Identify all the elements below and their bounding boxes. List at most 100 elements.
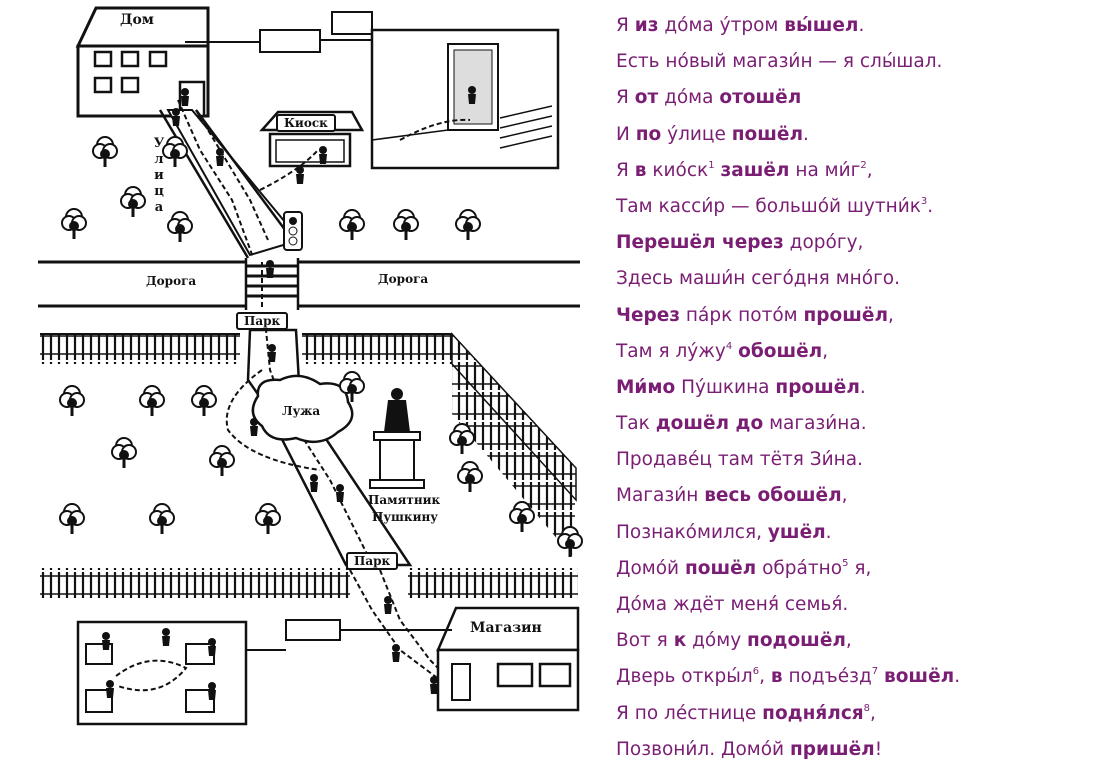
highlighted-word: из xyxy=(634,15,659,36)
poem-text-segment: Домо́й xyxy=(616,557,685,579)
poem-line: Вот я к до́му подошёл, xyxy=(616,623,1104,659)
home-label: Дом xyxy=(120,12,154,28)
monument-label-line2: Пушкину xyxy=(372,510,438,524)
highlighted-word: вошёл xyxy=(884,666,955,688)
poem-text-segment: До́ма ждёт меня́ семья́. xyxy=(616,594,849,615)
road-label-left: Дорога xyxy=(146,274,197,288)
poem-text-segment: до́ма xyxy=(658,87,720,109)
footnote-marker: 4 xyxy=(725,340,733,352)
poem-line: Есть но́вый магази́н — я слы́шал. xyxy=(616,44,1104,80)
poem-text-segment: Пу́шкина xyxy=(675,376,776,398)
poem-text-segment: . xyxy=(825,521,832,543)
highlighted-word: Через xyxy=(616,304,681,326)
poem-text-segment: подъе́зд xyxy=(782,666,872,688)
poem-line: Дверь откры́л6, в подъе́зд7 вошёл. xyxy=(616,659,1104,695)
highlighted-word: вы́шел xyxy=(784,15,859,36)
poem-text-segment: , xyxy=(822,340,829,362)
footnote-marker: 3 xyxy=(920,195,928,207)
highlighted-word: в xyxy=(634,159,647,181)
footnote-marker: 1 xyxy=(708,159,715,171)
traffic-light xyxy=(283,211,303,251)
poem-text-segment: Я по ле́стнице xyxy=(616,702,763,724)
footnote-marker: 7 xyxy=(871,666,879,678)
poem-line: Так дошёл до магази́на. xyxy=(616,406,1104,442)
poem-line: Перешёл через доро́гу, xyxy=(616,225,1104,261)
poem-text-segment: Я xyxy=(616,87,635,109)
poem-text-segment: магази́на. xyxy=(763,413,867,435)
highlighted-word: обошёл xyxy=(738,340,823,362)
highlighted-word: весь обошёл xyxy=(704,485,842,507)
puddle-label: Лужа xyxy=(282,404,321,418)
route-map: Дом Киоск Улица Дорога Дорога Парк Лужа … xyxy=(38,6,584,726)
highlighted-word: ушёл xyxy=(767,521,826,543)
poem-text-segment: , xyxy=(759,666,771,688)
highlighted-word: Перешёл через xyxy=(616,232,784,254)
monument-label-line1: Памятник xyxy=(368,493,441,507)
highlighted-word: прошёл xyxy=(803,304,888,326)
poem-text-segment: . xyxy=(858,15,865,36)
poem-text-segment: я, xyxy=(848,557,872,579)
poem-text-segment: па́рк пото́м xyxy=(680,304,804,326)
shop-label: Магазин xyxy=(470,620,542,636)
poem-text-segment: . xyxy=(927,195,934,217)
poem-text-segment: Я xyxy=(616,159,635,181)
poem-line: Там касси́р — большо́й шутни́к3. xyxy=(616,189,1104,225)
highlighted-word: дошёл до xyxy=(655,413,764,435)
poem-text-segment: у́лице xyxy=(661,123,732,145)
pushkin-monument xyxy=(369,388,425,489)
highlighted-word: отошёл xyxy=(719,87,802,109)
poem-text-segment: ! xyxy=(874,738,883,760)
highlighted-word: пришёл xyxy=(789,738,875,760)
poem-text-segment: , xyxy=(888,304,894,326)
shop-building xyxy=(436,606,580,712)
poem-text-segment: на ми́г xyxy=(789,159,861,181)
poem-text-segment: Я xyxy=(616,15,635,36)
poem-text-segment: Позвони́л. Домо́й xyxy=(616,738,790,760)
highlighted-word: по xyxy=(635,123,662,145)
poem-text-segment: Магази́н xyxy=(616,485,705,507)
footnote-marker: 6 xyxy=(752,666,760,678)
map-drawing xyxy=(38,6,584,726)
poem-line: Я в кио́ск1 зашёл на ми́г2, xyxy=(616,153,1104,189)
poem-line: Позвони́л. Домо́й пришёл! xyxy=(616,732,1104,768)
poem-line: Здесь маши́н сего́дня мно́го. xyxy=(616,261,1104,297)
poem-text-segment: И xyxy=(616,123,636,145)
street-label: Улица xyxy=(152,136,166,216)
highlighted-word: Ми́мо xyxy=(616,376,676,398)
poem-line: И по у́лице пошёл. xyxy=(616,117,1104,153)
poem-line: Я по ле́стнице подня́лся8, xyxy=(616,696,1104,732)
poem-text-segment: Познако́мился, xyxy=(616,521,768,543)
poem-line: До́ма ждёт меня́ семья́. xyxy=(616,587,1104,623)
poem-text-segment: Продаве́ц там тётя Зи́на. xyxy=(616,449,863,471)
poem-line: Там я лу́жу4 обошёл, xyxy=(616,334,1104,370)
highlighted-word: к xyxy=(673,630,687,652)
highlighted-word: от xyxy=(634,87,659,109)
highlighted-word: прошёл xyxy=(775,376,860,398)
kiosk-label: Киоск xyxy=(276,114,336,132)
highlighted-word: подня́лся xyxy=(762,702,864,724)
door-inset xyxy=(370,28,560,170)
footnote-marker: 2 xyxy=(860,159,867,171)
road-label-right: Дорога xyxy=(378,272,429,286)
poem-text-segment: доро́гу, xyxy=(783,232,864,254)
poem-line: Я из до́ма у́тром вы́шел. xyxy=(616,8,1104,44)
poem-text-segment: Там касси́р — большо́й шутни́к xyxy=(616,195,921,217)
poem-text-segment: обра́тно xyxy=(756,557,843,579)
highlighted-word: в xyxy=(770,666,783,688)
poem-text-segment: , xyxy=(866,159,873,181)
poem-line: Магази́н весь обошёл, xyxy=(616,478,1104,514)
poem-line: Через па́рк пото́м прошёл, xyxy=(616,298,1104,334)
poem-text-segment: до́му xyxy=(686,630,748,652)
poem-line: Продаве́ц там тётя Зи́на. xyxy=(616,442,1104,478)
poem-text-segment: Есть но́вый магази́н — я слы́шал. xyxy=(616,51,943,73)
poem-text: Я из до́ма у́тром вы́шел. Есть но́вый маг… xyxy=(616,8,1104,768)
highlighted-word: пошёл xyxy=(684,557,757,579)
poem-line: Познако́мился, ушёл. xyxy=(616,515,1104,551)
footnote-marker: 8 xyxy=(863,702,871,714)
highlighted-word: зашёл xyxy=(720,159,790,181)
park-label-top: Парк xyxy=(236,312,289,330)
street-label-text: Улица xyxy=(153,136,165,215)
poem-text-segment: Дверь откры́л xyxy=(616,666,753,688)
poem-text-segment: Вот я xyxy=(616,630,674,652)
crosswalk xyxy=(244,258,300,310)
